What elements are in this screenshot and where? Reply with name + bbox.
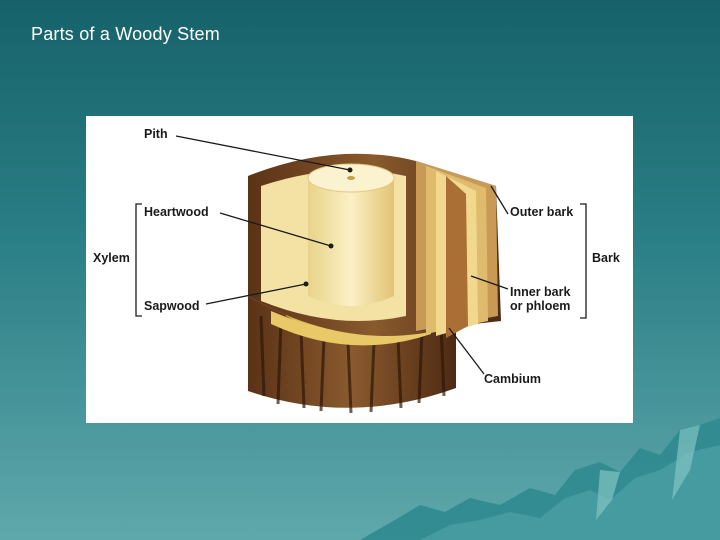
woody-stem-illustration: Pith Heartwood Xylem Sapwood Outer bark … <box>93 127 620 414</box>
heartwood-core <box>307 163 395 306</box>
label-cambium: Cambium <box>484 372 541 386</box>
label-sapwood: Sapwood <box>144 299 200 313</box>
label-pith: Pith <box>144 127 168 141</box>
label-outer-bark: Outer bark <box>510 205 573 219</box>
label-xylem: Xylem <box>93 251 130 265</box>
stem-diagram-figure: Pith Heartwood Xylem Sapwood Outer bark … <box>86 116 633 423</box>
label-inner-bark: Inner bark <box>510 285 570 299</box>
label-bark: Bark <box>592 251 620 265</box>
slide-title: Parts of a Woody Stem <box>31 24 220 44</box>
label-phloem: or phloem <box>510 299 570 313</box>
leader-lines <box>135 135 587 375</box>
label-heartwood: Heartwood <box>144 205 209 219</box>
